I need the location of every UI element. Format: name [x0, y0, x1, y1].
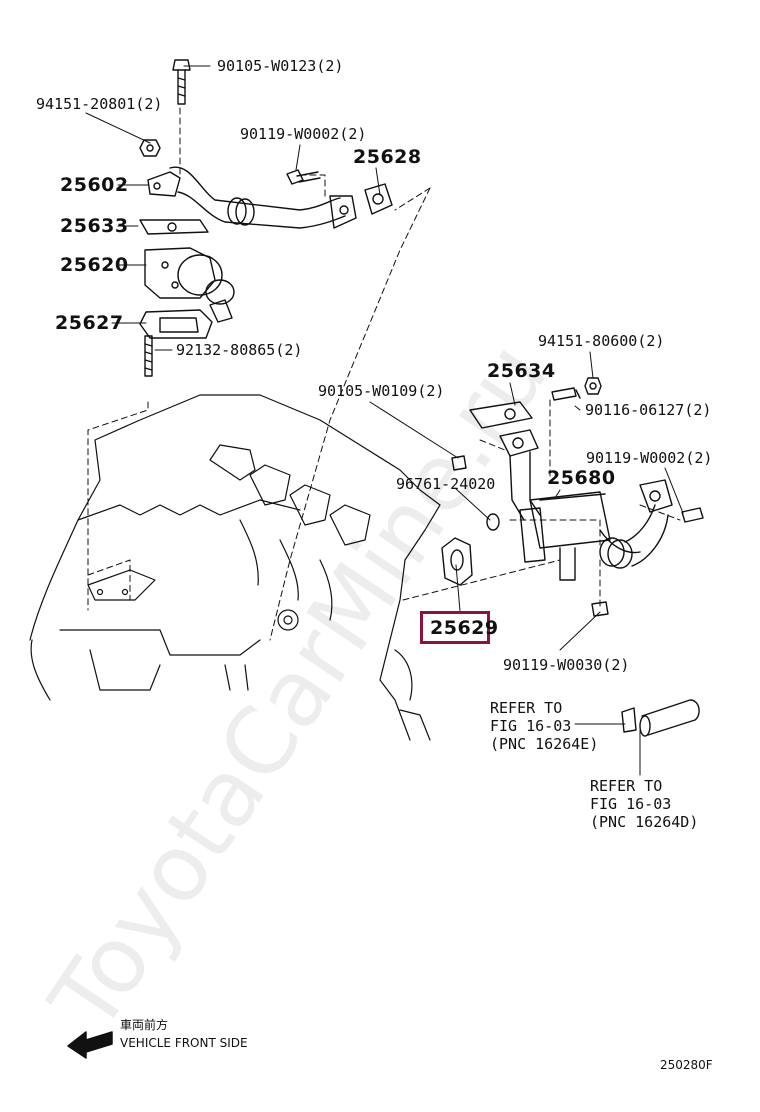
engine-block: [29, 394, 441, 741]
label-25628[interactable]: 25628: [353, 146, 422, 168]
refer-1-line3[interactable]: (PNC 16264E): [490, 735, 599, 753]
gasket-25627: [139, 309, 213, 339]
label-90119-w0030[interactable]: 90119-W0030(2): [503, 656, 630, 674]
gasket-25629: [441, 537, 473, 586]
label-25634[interactable]: 25634: [487, 360, 556, 382]
label-94151-20801[interactable]: 94151-20801(2): [36, 95, 163, 113]
bolt-90119-w0002-top: [286, 169, 321, 185]
label-25629[interactable]: 25629: [430, 617, 499, 639]
label-94151-80600[interactable]: 94151-80600(2): [538, 332, 665, 350]
gasket-25633: [139, 219, 209, 235]
label-96761-24020[interactable]: 96761-24020: [396, 475, 496, 493]
label-90116-06127[interactable]: 90116-06127(2): [585, 401, 712, 419]
refer-2-line1[interactable]: REFER TO: [590, 777, 663, 795]
label-92132-80865[interactable]: 92132-80865(2): [176, 341, 303, 359]
hose-clamp: [621, 707, 637, 733]
refer-1-line2[interactable]: FIG 16-03: [490, 717, 572, 735]
bolt-90105-w0123: [172, 59, 191, 105]
nut-94151-80600: [584, 377, 602, 395]
assembly-guide-lines: [87, 107, 681, 641]
front-side-japanese: 車両前方: [120, 1018, 169, 1032]
bolt-90119-w0030: [591, 601, 609, 617]
bolt-90105-w0109: [451, 455, 467, 471]
label-25627[interactable]: 25627: [55, 312, 124, 334]
refer-2-line3[interactable]: (PNC 16264D): [590, 813, 699, 831]
o-ring-96761-24020: [486, 513, 500, 531]
front-arrow-icon: [67, 1031, 113, 1059]
label-25633[interactable]: 25633: [60, 215, 129, 237]
gasket-25628: [364, 183, 393, 215]
egr-pipe-25602: [147, 166, 357, 229]
label-25620[interactable]: 25620: [60, 254, 129, 276]
egr-valve-25620: [144, 247, 235, 323]
figure-code: 250280F: [660, 1058, 713, 1072]
label-25602[interactable]: 25602: [60, 174, 129, 196]
label-90105-w0109[interactable]: 90105-W0109(2): [318, 382, 445, 400]
label-25680[interactable]: 25680: [547, 467, 616, 489]
gasket-25634: [469, 401, 533, 429]
bolt-90116-06127: [551, 387, 581, 401]
refer-1-line1[interactable]: REFER TO: [490, 699, 563, 717]
label-90119-w0002-right[interactable]: 90119-W0002(2): [586, 449, 713, 467]
label-90119-w0002-top[interactable]: 90119-W0002(2): [240, 125, 367, 143]
highlight-box-25629: [420, 611, 490, 644]
front-side-english: VEHICLE FRONT SIDE: [120, 1036, 248, 1050]
egr-inlet-pipe: [499, 429, 541, 521]
bolt-90119-w0002-right: [681, 507, 704, 523]
water-hose: [639, 699, 700, 737]
stud-92132-80865: [144, 335, 153, 377]
nut-94151-20801: [139, 139, 161, 157]
egr-cooler-25680: [519, 479, 673, 581]
refer-2-line2[interactable]: FIG 16-03: [590, 795, 672, 813]
label-90105-w0123[interactable]: 90105-W0123(2): [217, 57, 344, 75]
